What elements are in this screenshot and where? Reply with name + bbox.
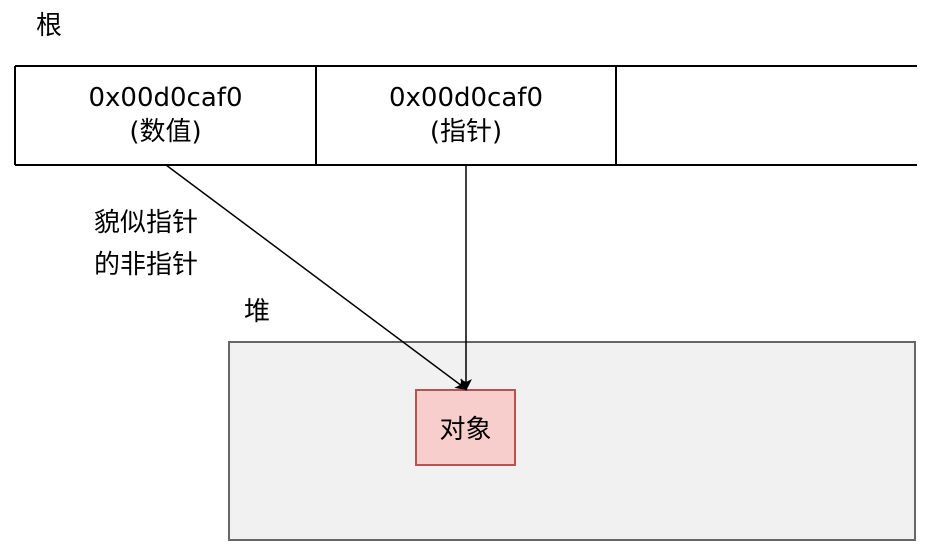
note-line-1: 貌似指针 — [94, 208, 199, 238]
cell-kind: (数值) — [129, 116, 202, 147]
heap-area — [228, 341, 916, 541]
cell-value: 0x00d0caf0 — [389, 82, 543, 113]
root-cell-pointer: 0x00d0caf0 (指针) — [316, 66, 616, 165]
object-label: 对象 — [439, 415, 492, 445]
heap-label: 堆 — [244, 297, 271, 327]
root-label: 根 — [36, 11, 63, 41]
root-cell-number: 0x00d0caf0 (数值) — [15, 66, 316, 165]
false-pointer-note: 貌似指针 的非指针 — [94, 202, 198, 286]
cell-kind: (指针) — [429, 116, 503, 147]
cell-value: 0x00d0caf0 — [88, 82, 243, 113]
arrow-number-to-object — [165, 164, 468, 391]
note-line-2: 的非指针 — [94, 250, 199, 280]
